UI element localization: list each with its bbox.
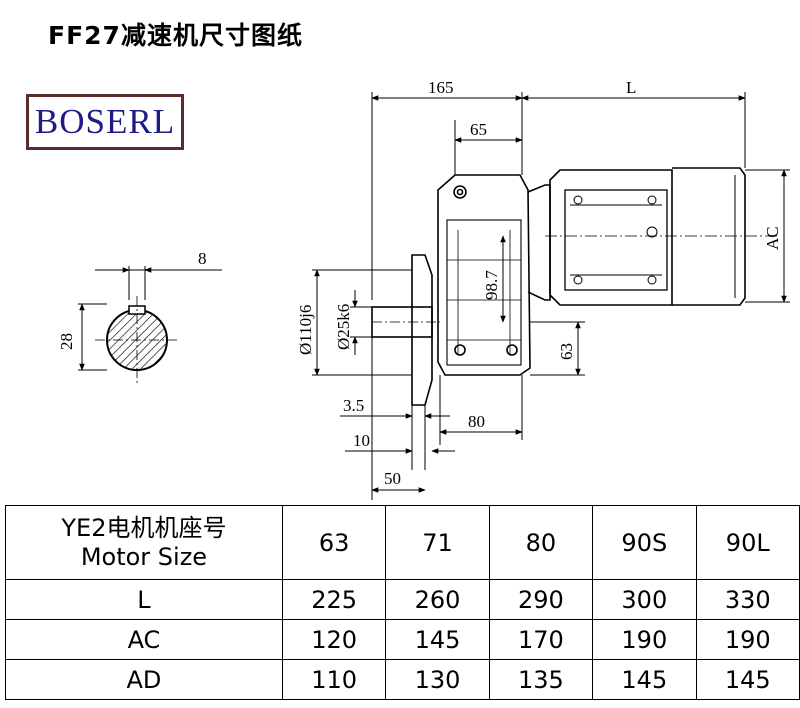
motor-size-cell: 90S: [592, 505, 697, 580]
table-row: AC 120 145 170 190 190: [5, 619, 800, 660]
reducer-side-view: [371, 167, 780, 406]
table-cell: 290: [488, 579, 594, 620]
table-header-row: YE2电机机座号 Motor Size 63 71 80 90S 90L: [5, 505, 800, 580]
table-row: AD 110 130 135 145 145: [5, 659, 800, 700]
dim-28-label: 28: [57, 333, 76, 350]
main-view-dimensions: [312, 92, 790, 500]
main-view-dimension-labels: 165 L 65 AC 98.7 63 Ø110j6 Ø25k6 3.5 10 …: [296, 78, 782, 488]
motor-size-cell: 63: [281, 505, 387, 580]
table-cell: 300: [592, 579, 697, 620]
table-header-cell: YE2电机机座号 Motor Size: [5, 505, 283, 580]
row-label: AD: [5, 659, 283, 700]
table-cell: 120: [281, 619, 387, 660]
output-flange: [411, 254, 433, 406]
table-cell: 145: [592, 659, 697, 700]
table-cell: 130: [385, 659, 490, 700]
dim-25-label: Ø25k6: [334, 304, 353, 350]
dim-165-label: 165: [428, 78, 454, 97]
table-cell: 145: [695, 659, 800, 700]
housing-bolt-top: [453, 185, 467, 199]
dim-98-7-label: 98.7: [482, 270, 501, 300]
table-cell: 170: [488, 619, 594, 660]
fan-cover: [672, 167, 746, 306]
dim-110-label: Ø110j6: [296, 305, 315, 355]
table-cell: 145: [385, 619, 490, 660]
gear-housing: [437, 174, 531, 376]
table-cell: 110: [281, 659, 387, 700]
table-header-line2: Motor Size: [80, 542, 208, 571]
shaft-section-view: 8 28: [57, 249, 222, 384]
table-cell: 135: [488, 659, 594, 700]
dim-63-label: 63: [557, 343, 576, 360]
table-cell: 260: [385, 579, 490, 620]
dimension-drawing: 8 28: [57, 78, 790, 500]
motor-size-table: YE2电机机座号 Motor Size 63 71 80 90S 90L L 2…: [5, 505, 800, 700]
page-title: FF27减速机尺寸图纸: [48, 21, 303, 50]
table-row: L 225 260 290 300 330: [5, 579, 800, 620]
table-cell: 190: [592, 619, 697, 660]
dim-80-label: 80: [468, 412, 485, 431]
dim-50-label: 50: [384, 469, 401, 488]
dim-10-label: 10: [353, 431, 370, 450]
motor-adapter: [527, 184, 551, 301]
brand-logo: BOSERL: [26, 94, 184, 150]
dim-8-label: 8: [198, 249, 207, 268]
motor-size-cell: 71: [385, 505, 490, 580]
dim-L-label: L: [626, 78, 636, 97]
row-label: L: [5, 579, 283, 620]
dim-65-label: 65: [470, 120, 487, 139]
table-cell: 225: [281, 579, 387, 620]
dim-3-5-label: 3.5: [343, 396, 364, 415]
housing-bolt-bottom: [454, 344, 466, 356]
table-header-line1: YE2电机机座号: [61, 513, 227, 542]
table-cell: 330: [695, 579, 800, 620]
terminal-box: [564, 189, 668, 291]
row-label: AC: [5, 619, 283, 660]
brand-logo-text: BOSERL: [34, 102, 176, 141]
motor-size-cell: 80: [488, 505, 594, 580]
table-cell: 190: [695, 619, 800, 660]
motor-size-cell: 90L: [695, 505, 800, 580]
dim-AC-label: AC: [763, 226, 782, 250]
